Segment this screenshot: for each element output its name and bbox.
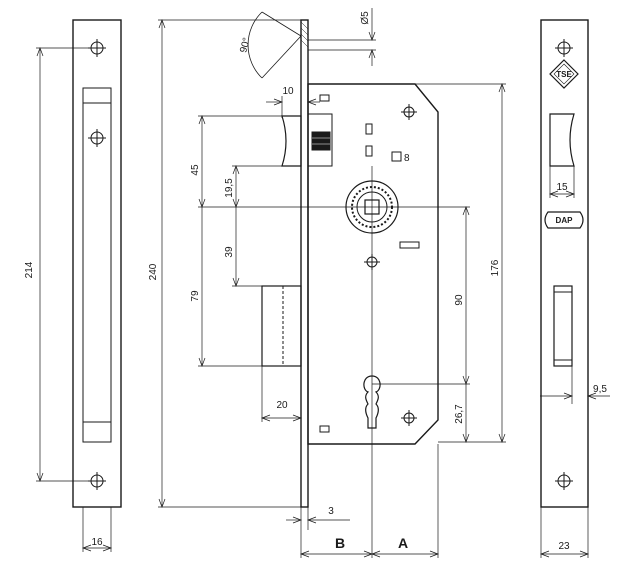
dap-logo-text: DAP: [556, 216, 574, 225]
dim-label-214: 214: [24, 261, 35, 278]
screw-hole-icon: [401, 410, 417, 426]
dim-label-diameter-5: Ø5: [360, 11, 371, 25]
dim-label-10: 10: [282, 86, 294, 97]
dimension-strike: [540, 166, 610, 558]
dim-label-16: 16: [91, 537, 103, 548]
dimension-16: [82, 507, 112, 552]
dim-label-45: 45: [190, 164, 201, 176]
dim-label-90: 90: [454, 294, 465, 306]
strike-plate: [540, 19, 589, 508]
screw-hole-icon: [555, 39, 573, 57]
dimension-214: [36, 47, 91, 482]
dimension-chain-left: [198, 115, 470, 422]
dimension-bottom: [286, 444, 439, 558]
tse-logo-text: TSE: [556, 70, 572, 79]
dimension-chain-right: [372, 83, 506, 443]
dim-label-23: 23: [558, 541, 570, 552]
dim-label-90-degree: 90°: [238, 37, 253, 54]
dead-bolt: [261, 285, 302, 367]
dim-label-15: 15: [556, 182, 568, 193]
screw-hole-icon: [88, 129, 106, 147]
hatching: [300, 21, 309, 48]
backset-label-a: A: [398, 535, 408, 551]
screw-hole-icon: [401, 104, 417, 120]
dim-label-20: 20: [276, 400, 288, 411]
spindle-square-icon: [391, 151, 402, 162]
dap-logo: [544, 211, 584, 229]
dim-label-39: 39: [224, 246, 235, 258]
latch-bolt: [281, 113, 333, 167]
slot: [365, 145, 373, 157]
dimension-10: [266, 96, 320, 118]
dim-label-8: 8: [404, 153, 410, 164]
screw-hole-icon: [555, 472, 573, 490]
slot: [319, 425, 330, 433]
dim-label-19-5: 19,5: [224, 178, 235, 198]
tse-logo: [549, 59, 579, 89]
backset-label-b: B: [335, 535, 345, 551]
angle-90: [247, 11, 302, 79]
slot: [365, 123, 373, 135]
dimension-240: [158, 19, 301, 508]
slot: [319, 94, 330, 102]
dim-label-9-5: 9,5: [593, 384, 607, 395]
dim-label-176: 176: [490, 259, 501, 276]
faceplate-front-view: [72, 19, 122, 508]
slot: [399, 241, 420, 249]
dim-label-26-7: 26,7: [454, 404, 465, 424]
dim-label-240: 240: [148, 263, 159, 280]
dimension-diameter-5: [308, 8, 376, 66]
faceplate-side: [300, 19, 309, 508]
dim-label-79: 79: [190, 290, 201, 302]
dim-label-3: 3: [328, 506, 334, 517]
